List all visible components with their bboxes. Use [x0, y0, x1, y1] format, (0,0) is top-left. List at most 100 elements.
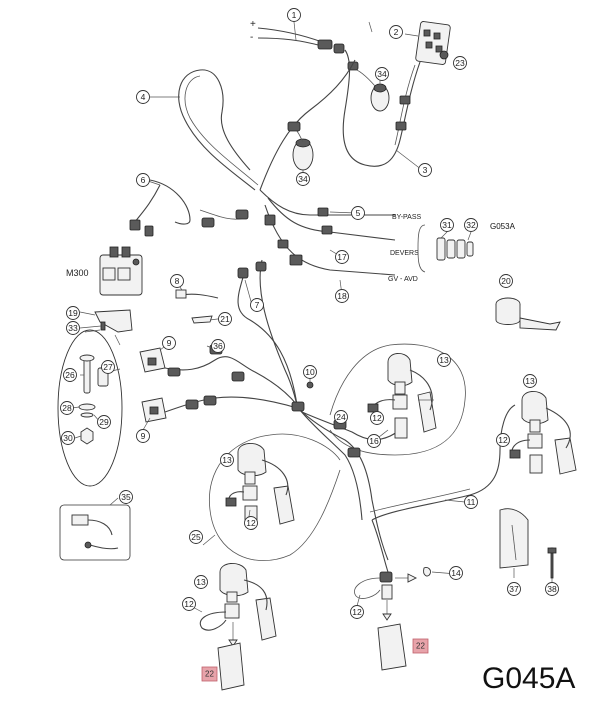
callout-2: 2 [389, 25, 403, 39]
valve-group-loom-25 [225, 443, 295, 525]
model-label: M300 [66, 268, 89, 278]
callout-37: 37 [507, 582, 521, 596]
harness-4-loop [178, 69, 256, 191]
callout-38: 38 [545, 582, 559, 596]
bolt-33 [100, 321, 106, 331]
svg-text:22: 22 [205, 670, 214, 679]
svg-text:12: 12 [184, 599, 194, 609]
callout-13-upper: 13 [437, 353, 451, 367]
harness-3-connector-a [399, 95, 411, 105]
callout-13-right: 13 [523, 374, 537, 388]
svg-text:29: 29 [99, 417, 109, 427]
svg-text:18: 18 [337, 291, 347, 301]
washer-29 [80, 412, 94, 418]
callout-27: 27 [101, 360, 115, 374]
callout-36: 36 [211, 339, 225, 353]
callout-21: 21 [218, 312, 232, 326]
svg-text:12: 12 [372, 413, 382, 423]
round-connector-34-upper [370, 83, 390, 112]
svg-text:34: 34 [298, 174, 308, 184]
callout-31: 31 [440, 218, 454, 232]
wire-label-bypass: BY-PASS [392, 214, 422, 221]
sensor-bottom-middle [354, 519, 431, 621]
callout-20: 20 [499, 274, 513, 288]
svg-text:9: 9 [167, 338, 172, 348]
callout-32: 32 [464, 218, 478, 232]
callout-6: 6 [136, 173, 150, 187]
svg-text:34: 34 [377, 69, 387, 79]
svg-text:6: 6 [141, 175, 146, 185]
sensor-9-upper [139, 347, 166, 373]
svg-text:35: 35 [121, 492, 131, 502]
bracket-20 [495, 297, 561, 331]
sensor-9-lower [141, 397, 167, 423]
cover-37 [499, 508, 529, 569]
svg-text:23: 23 [455, 58, 465, 68]
svg-text:17: 17 [337, 252, 347, 262]
callout-7: 7 [250, 298, 264, 312]
svg-text:20: 20 [501, 276, 511, 286]
pin-26 [79, 354, 95, 394]
callout-9-upper: 9 [162, 336, 176, 350]
svg-text:13: 13 [196, 577, 206, 587]
callout-9-lower: 9 [136, 429, 150, 443]
svg-text:25: 25 [191, 532, 201, 542]
power-lead-plus [257, 27, 323, 43]
harness-3 [342, 49, 421, 167]
nut-30 [80, 427, 94, 445]
callout-23: 23 [453, 56, 467, 70]
callout-25: 25 [189, 530, 203, 544]
wire-11 [371, 404, 516, 521]
callout-8: 8 [170, 274, 184, 288]
wire-label-devers: DEVERS [390, 250, 419, 257]
svg-text:14: 14 [451, 568, 461, 578]
svg-text:31: 31 [442, 220, 452, 230]
callout-34-lower: 34 [296, 172, 310, 186]
callout-4: 4 [136, 90, 150, 104]
callout-34-top: 34 [375, 67, 389, 81]
svg-text:5: 5 [356, 208, 361, 218]
callout-12-upper: 12 [370, 411, 384, 425]
callout-16: 16 [367, 434, 381, 448]
callout-28: 28 [60, 401, 74, 415]
svg-text:38: 38 [547, 584, 557, 594]
power-connector-2 [333, 43, 345, 54]
callout-5: 5 [351, 206, 365, 220]
valve-group-right [509, 391, 577, 475]
callout-1: 1 [287, 8, 301, 22]
callout-29: 29 [97, 415, 111, 429]
terminal-minus-label: - [250, 32, 253, 43]
svg-text:1: 1 [292, 10, 297, 20]
power-lead-minus [257, 37, 323, 47]
svg-text:11: 11 [467, 497, 476, 507]
callout-12-right: 12 [496, 433, 510, 447]
callout-14: 14 [449, 566, 463, 580]
callout-12-loom: 12 [244, 516, 258, 530]
svg-text:32: 32 [466, 220, 476, 230]
callout-12-middle: 12 [350, 605, 364, 619]
svg-text:7: 7 [255, 300, 260, 310]
svg-text:27: 27 [103, 362, 113, 372]
bag-22-right [377, 623, 407, 671]
cable-detail-35 [59, 504, 131, 561]
bracket-21 [191, 315, 213, 324]
svg-text:12: 12 [352, 607, 362, 617]
harness-3-connector-b [395, 121, 407, 131]
harness-6 [149, 179, 191, 225]
svg-text:13: 13 [525, 376, 535, 386]
valve-block [99, 246, 143, 296]
clip-10 [306, 381, 314, 389]
svg-text:28: 28 [62, 403, 72, 413]
tie-38 [547, 547, 557, 579]
svg-text:19: 19 [68, 308, 78, 318]
callout-24: 24 [334, 410, 348, 424]
terminal-plus-label: + [250, 19, 256, 30]
callout-30: 30 [61, 431, 75, 445]
callout-35: 35 [119, 490, 133, 504]
svg-text:13: 13 [439, 355, 449, 365]
sensor-harness-upper [164, 356, 298, 406]
valve-group-upper-right [367, 353, 437, 439]
svg-text:24: 24 [336, 412, 346, 422]
svg-text:9: 9 [141, 431, 146, 441]
